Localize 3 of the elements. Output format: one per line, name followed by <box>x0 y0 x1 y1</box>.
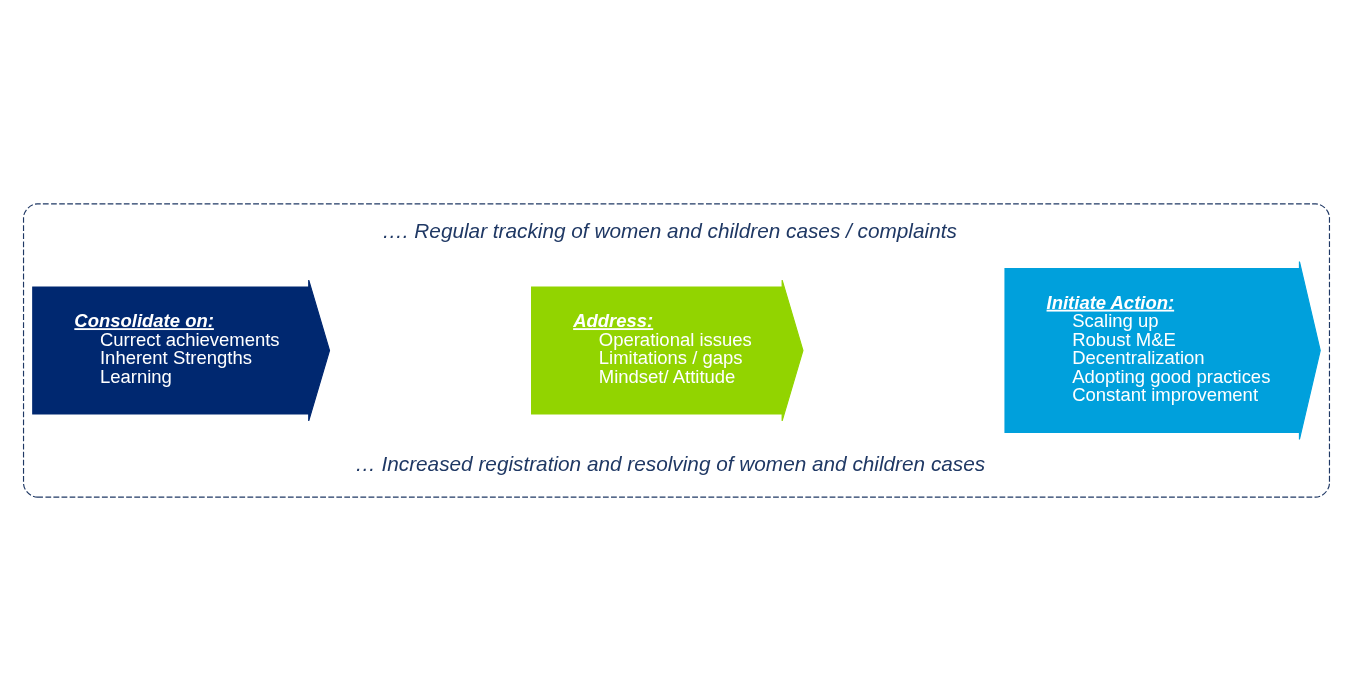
label: …. Regular tracking of women and children cases / complaints <box>382 218 957 242</box>
cluster <box>22 202 1331 498</box>
label: … Increased registration and resolving of women and children cases <box>354 451 986 475</box>
